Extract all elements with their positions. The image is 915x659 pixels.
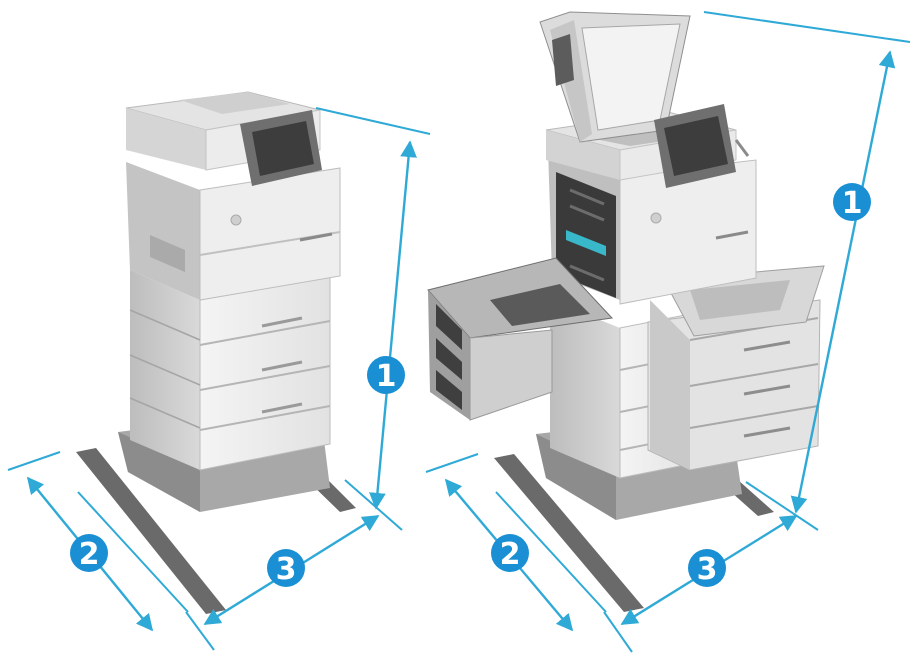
height-extension-bottom: [745, 481, 819, 531]
height-line: [369, 140, 417, 510]
printer-closed: [76, 91, 356, 614]
callout-label: 3: [697, 552, 718, 587]
callout-2-closed: 2: [70, 534, 108, 572]
callout-3-closed: 3: [267, 549, 305, 587]
printer-open: [427, 11, 825, 612]
cabinet-front: [199, 275, 331, 471]
callout-label: 1: [376, 359, 397, 394]
width-extension: [185, 611, 215, 651]
callout-2-open: 2: [491, 534, 529, 572]
height-extension-top: [315, 107, 431, 135]
depth-extension-rear: [425, 453, 479, 473]
height-line: [790, 50, 896, 514]
dimensions-closed: [7, 107, 431, 651]
callout-1-open: 1: [833, 183, 871, 221]
height-extension-top: [703, 11, 911, 43]
callout-label: 2: [79, 537, 100, 572]
callout-3-open: 3: [688, 549, 726, 587]
callout-label: 3: [276, 552, 297, 587]
depth-extension-front: [495, 491, 607, 613]
callout-label: 2: [500, 537, 521, 572]
width-extension: [603, 611, 633, 653]
depth-extension-front: [77, 491, 189, 613]
depth-extension-rear: [7, 451, 61, 471]
height-extension-bottom: [344, 479, 403, 531]
cabinet-side: [550, 300, 620, 478]
callout-label: 1: [842, 186, 863, 221]
callout-1-closed: 1: [367, 356, 405, 394]
